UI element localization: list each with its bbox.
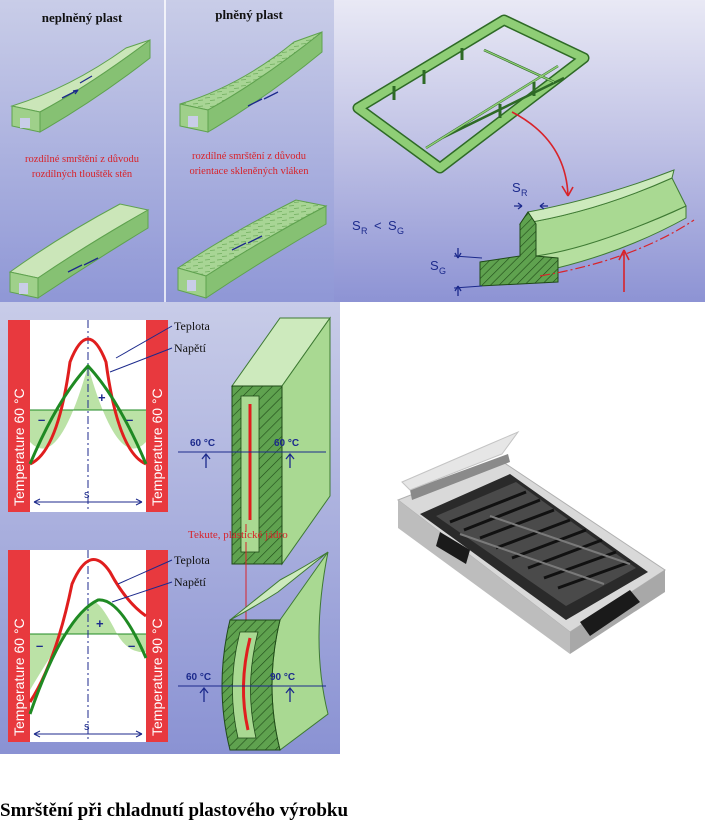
note-filled-line2: orientace skleněných vláken (190, 166, 310, 177)
cross-section-block-top (231, 316, 331, 566)
title-unfilled-plastic: neplněný plast (42, 10, 123, 25)
plastic-part-image (340, 302, 705, 754)
temp-left-bottom: 60 °C (186, 672, 211, 683)
svg-text:–: – (36, 638, 43, 653)
beam-unfilled-upper (10, 38, 151, 133)
shrinkage-comparison-panel: neplněný plast plněný plast rozdílné smr… (0, 0, 334, 302)
cross-section-block-bottom (221, 551, 329, 751)
figure-caption: Smrštění při chladnutí plastového výrobk… (0, 800, 349, 821)
temp-right-top: 60 °C (274, 438, 299, 449)
left-temp-bar (8, 550, 30, 742)
detail-arrow-head (561, 185, 574, 197)
beam-filled-upper (179, 30, 323, 133)
stress-diagram-top: + – – s Temperature 60 °C Temperature 60… (8, 319, 210, 512)
legend-temperature: Teplota (174, 319, 210, 333)
shrinkage-comparison-figure: neplněný plast plněný plast rozdílné smr… (0, 0, 334, 302)
legend-stress: Napětí (174, 341, 207, 355)
svg-text:+: + (96, 616, 104, 631)
left-temp-label: Temperature 60 °C (11, 388, 27, 506)
plastic-core-label: Tekute, plastické jádro (188, 529, 288, 541)
sg-letter: S (430, 258, 439, 273)
centerline (539, 219, 695, 277)
title-filled-plastic: plněný plast (215, 7, 283, 22)
beam-unfilled-lower (8, 203, 150, 299)
svg-text:G: G (397, 226, 404, 236)
svg-text:S: S (388, 218, 397, 233)
right-temp-label: Temperature 60 °C (149, 388, 165, 506)
stress-curve (28, 363, 148, 465)
svg-text:s: s (84, 721, 90, 733)
rib-cross-section (479, 169, 687, 287)
svg-text:–: – (38, 412, 45, 427)
note-unfilled-line1: rozdílné smrštění z důvodu (25, 154, 140, 165)
stress-diagram-bottom: + – – s Temperature 60 °C Temperature 90… (8, 550, 210, 742)
temp-left-top: 60 °C (190, 438, 215, 449)
svg-text:+: + (98, 390, 106, 405)
left-temp-bar (8, 320, 30, 512)
right-temp-bar (146, 320, 168, 512)
plastic-core-line (242, 637, 252, 731)
svg-text:S: S (352, 218, 361, 233)
rib-shrinkage-figure: S R S R < S G S G (334, 0, 705, 302)
sr-subscript: R (521, 188, 528, 198)
temp-right-bottom: 90 °C (270, 672, 295, 683)
note-unfilled-line2: rozdílných tlouštěk stěn (32, 169, 133, 180)
right-temp-bar (146, 550, 168, 742)
left-temp-label: Temperature 60 °C (11, 618, 27, 736)
legend-stress: Napětí (174, 575, 207, 589)
sg-subscript: G (439, 266, 446, 276)
note-filled-line1: rozdílné smrštění z důvodu (192, 151, 307, 162)
legend-temperature: Teplota (174, 553, 210, 567)
molded-part (396, 430, 666, 654)
svg-text:<: < (374, 218, 382, 233)
rib-shrinkage-panel: S R S R < S G S G (334, 0, 705, 302)
svg-text:s: s (84, 489, 90, 501)
stress-curve (28, 598, 148, 715)
svg-text:–: – (126, 412, 133, 427)
thermal-stress-figure: + – – s Temperature 60 °C Temperature 60… (0, 302, 340, 754)
right-temp-label: Temperature 90 °C (149, 618, 165, 736)
frame-part (352, 14, 590, 174)
shrinkage-relation: S R < S G (352, 218, 404, 236)
svg-text:–: – (128, 638, 135, 653)
thermal-stress-panel: + – – s Temperature 60 °C Temperature 60… (0, 302, 340, 754)
plastic-part-photo (340, 302, 705, 754)
svg-text:R: R (361, 226, 368, 236)
beam-filled-lower (176, 199, 328, 299)
detail-arrow (511, 111, 569, 197)
temperature-curve (29, 337, 147, 466)
sr-letter: S (512, 180, 521, 195)
